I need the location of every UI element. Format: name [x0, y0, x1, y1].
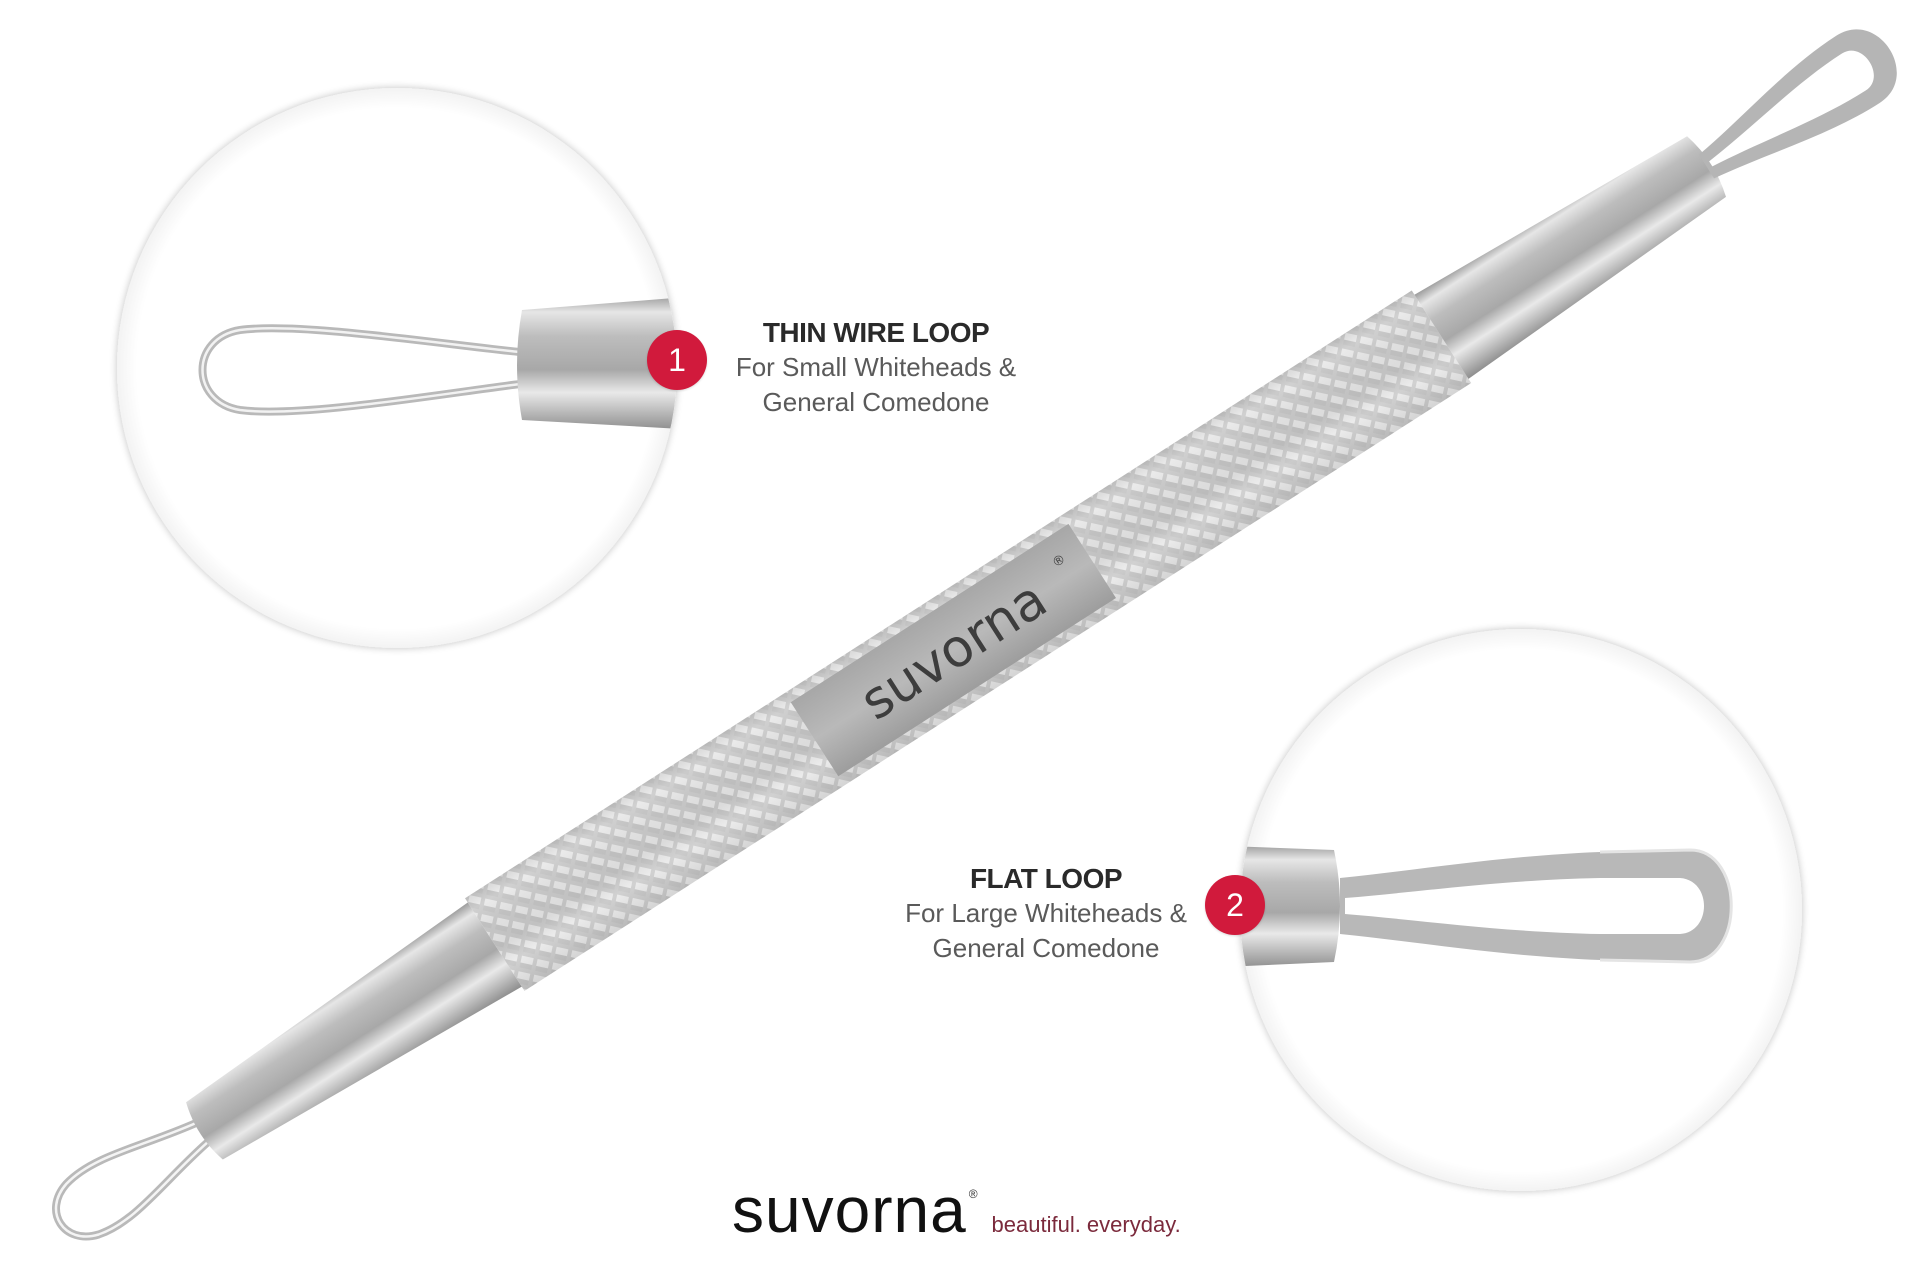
callout-desc-line1: For Large Whiteheads & — [905, 898, 1187, 928]
brand-tagline: beautiful. everyday. — [991, 1212, 1181, 1237]
callout-title: THIN WIRE LOOP — [762, 317, 990, 348]
brand-logo: suvorna — [732, 1174, 967, 1246]
callout-badge-1: 1 — [647, 330, 707, 390]
callout-badge-2: 2 — [1205, 875, 1265, 935]
callout-title: FLAT LOOP — [969, 863, 1123, 894]
callout-thin-wire-loop: THIN WIRE LOOP For Small Whiteheads & Ge… — [726, 316, 1026, 420]
inset-circle-flat-loop — [1240, 629, 1802, 1191]
badge-number: 1 — [668, 342, 686, 378]
callout-flat-loop: FLAT LOOP For Large Whiteheads & General… — [896, 862, 1196, 966]
callout-desc-line2: General Comedone — [762, 387, 990, 417]
inset-circle-thin-wire-loop — [117, 88, 677, 648]
brand-footer: suvorna®beautiful. everyday. — [732, 1178, 1181, 1242]
callout-desc-line2: General Comedone — [932, 933, 1160, 963]
callout-desc-line1: For Small Whiteheads & — [735, 352, 1017, 382]
badge-number: 2 — [1226, 887, 1244, 923]
registered-mark: ® — [968, 1187, 978, 1201]
